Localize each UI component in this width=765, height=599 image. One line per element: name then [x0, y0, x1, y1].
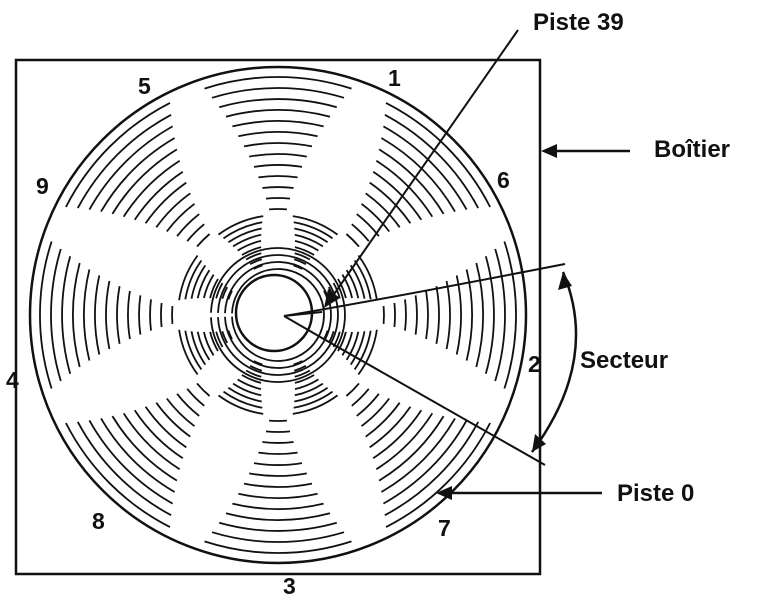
secteur-label: Secteur [580, 349, 668, 373]
track-arc-outer [476, 263, 483, 367]
track-arc-outer [205, 541, 352, 553]
track-arc-outer [504, 242, 516, 389]
sector-number-5: 5 [138, 75, 151, 98]
track-arc-outer [106, 281, 109, 349]
track-arc-outer [212, 532, 344, 542]
track-arc-outer [346, 383, 359, 396]
track-arc-outer [219, 99, 337, 107]
sector-number-2: 2 [528, 353, 541, 376]
track-arc-inner [358, 256, 377, 301]
sector-boundary-upper [284, 264, 565, 316]
track-arc-outer [262, 442, 293, 443]
sector-number-4: 4 [6, 369, 19, 392]
track-arc-outer [78, 115, 171, 208]
track-arc-inner [179, 330, 198, 375]
track-arc-outer [167, 399, 195, 427]
track-arc-outer [128, 291, 130, 339]
piste-39-label: Piste 39 [533, 11, 624, 35]
track-arc-outer [362, 204, 390, 232]
track-arc-outer [394, 303, 395, 327]
sector-number-7: 7 [438, 517, 451, 540]
track-arc-outer [212, 88, 344, 98]
sector-number-3: 3 [283, 575, 296, 598]
track-arc-outer [139, 295, 140, 334]
piste-39-leader [330, 30, 518, 300]
track-arc-outer [362, 399, 390, 427]
track-arc-outer [73, 263, 80, 367]
track-arc-outer [258, 453, 297, 454]
track-arc-outer [405, 299, 406, 330]
track-arc-outer [244, 143, 312, 146]
track-arc-outer [40, 242, 52, 389]
track-arc-outer [447, 281, 450, 349]
track-arc-outer [266, 431, 290, 432]
piste-0-label: Piste 0 [617, 482, 694, 506]
track-arc-outer [495, 249, 505, 381]
track-arc-inner [179, 256, 198, 301]
track-arc-outer [249, 473, 307, 476]
track-arc-outer [84, 269, 89, 360]
track-arc-outer [135, 172, 183, 220]
track-arc-outer [244, 484, 312, 487]
track-arc-outer [51, 249, 61, 381]
track-arc-outer [385, 422, 478, 515]
track-arc-outer [232, 504, 323, 509]
track-arc-outer [150, 299, 151, 330]
track-arc-outer [254, 165, 302, 167]
boitier-label: Boîtier [654, 138, 730, 162]
track-arc-inner [219, 395, 264, 414]
track-arc-outer [187, 224, 204, 241]
track-arc-outer [254, 463, 302, 465]
track-arc-outer [426, 291, 428, 339]
track-arc-outer [238, 494, 317, 498]
track-arc-outer [436, 286, 439, 344]
track-arc-outer [258, 176, 297, 177]
track-arc-outer [78, 422, 171, 515]
track-arc-outer [486, 256, 494, 374]
track-arc-outer [385, 115, 478, 208]
sector-number-8: 8 [92, 510, 105, 533]
track-arc-outer [197, 383, 210, 396]
track-arc-outer [135, 410, 183, 458]
track-arc-outer [373, 410, 421, 458]
track-arc-outer [352, 224, 369, 241]
track-arc-inner [293, 216, 338, 235]
track-arc-outer [95, 275, 99, 354]
track-arc-outer [262, 187, 293, 188]
track-arc-outer [232, 121, 323, 126]
track-arc-inner [219, 216, 264, 235]
track-arc-outer [187, 389, 204, 406]
track-arc-outer [416, 295, 417, 334]
track-arc-outer [346, 234, 359, 247]
track-arc-outer [266, 198, 290, 199]
track-arc-outer [238, 132, 317, 136]
track-arc-outer [249, 154, 307, 157]
track-arc-inner [293, 395, 338, 414]
boitier-arrowhead [541, 144, 557, 158]
track-arc-outer [117, 286, 120, 344]
sector-number-9: 9 [36, 175, 49, 198]
sector-number-6: 6 [497, 169, 510, 192]
track-arc-outer [226, 513, 330, 520]
track-arc-outer [167, 204, 195, 232]
track-arc-outer [219, 523, 337, 531]
track-arc-outer [226, 110, 330, 117]
track-arc-outer [161, 303, 162, 327]
track-arc-outer [352, 389, 369, 406]
track-arc-outer [457, 275, 461, 354]
track-arc-outer [197, 234, 210, 247]
track-arc-outer [62, 256, 70, 374]
sector-number-1: 1 [388, 67, 401, 90]
track-arc-outer [205, 77, 352, 89]
